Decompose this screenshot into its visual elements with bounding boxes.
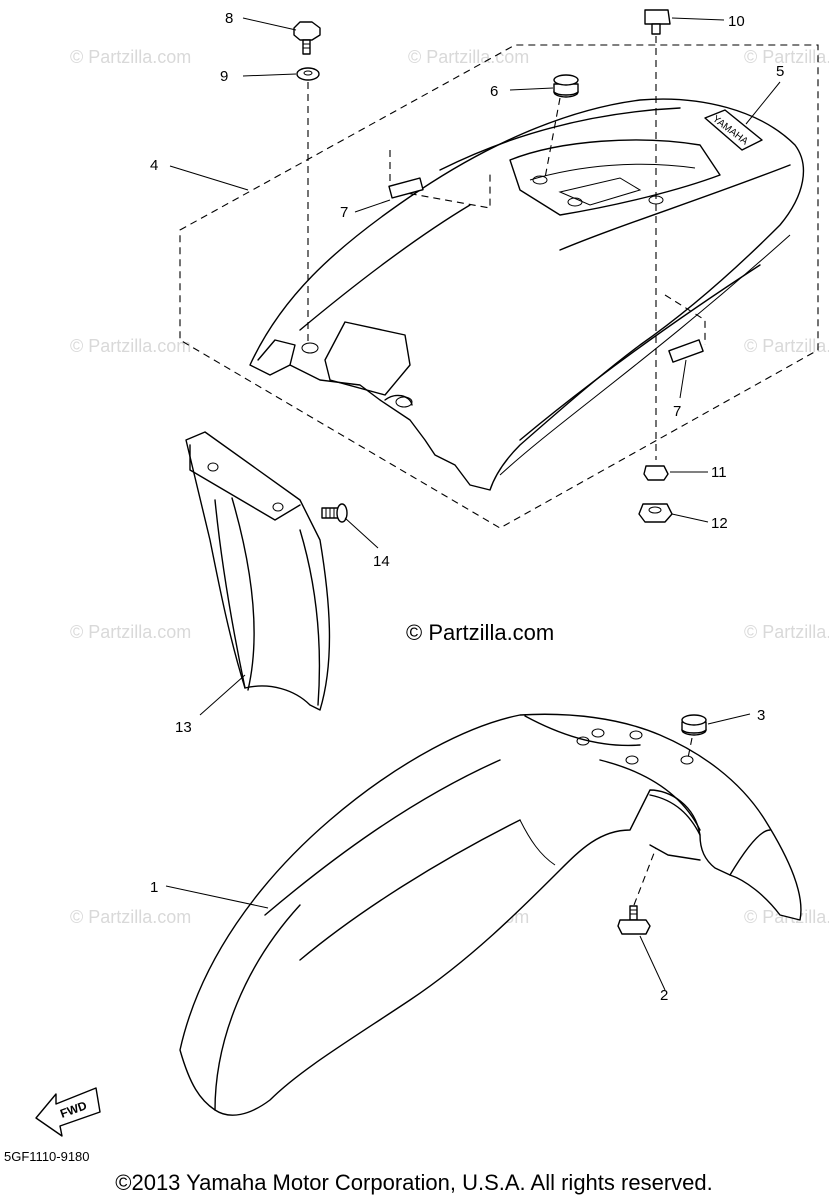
assembly-line <box>544 97 561 179</box>
callout-4: 4 <box>150 157 158 174</box>
rear-fender[interactable]: YAMAHA <box>249 98 805 491</box>
watermark: © Partzilla.com <box>744 336 829 356</box>
callout-labels: 8 9 10 6 5 4 7 7 11 12 14 13 3 1 2 <box>150 10 784 1004</box>
callout-7-lower: 7 <box>673 403 681 420</box>
callout-8: 8 <box>225 10 233 27</box>
bolt-2[interactable] <box>617 905 651 935</box>
callout-10: 10 <box>728 13 745 30</box>
bolt-8[interactable] <box>293 21 321 55</box>
center-watermark: © Partzilla.com <box>406 620 554 645</box>
callout-12: 12 <box>711 515 728 532</box>
watermark: © Partzilla.com <box>70 622 191 642</box>
callout-13: 13 <box>175 719 192 736</box>
callout-2: 2 <box>660 987 668 1004</box>
callout-9: 9 <box>220 68 228 85</box>
decal-7-lower[interactable] <box>668 339 704 363</box>
assembly-boundary <box>179 44 819 529</box>
callout-1: 1 <box>150 879 158 896</box>
washer-12[interactable] <box>638 503 673 523</box>
watermark: © Partzilla.com <box>744 47 829 67</box>
quick-fastener-10[interactable] <box>644 9 671 35</box>
diagram-code: 5GF1110-9180 <box>4 1149 90 1164</box>
nut-11[interactable] <box>643 465 669 481</box>
callout-3: 3 <box>757 707 765 724</box>
assembly-line <box>687 737 693 759</box>
callout-14: 14 <box>373 553 390 570</box>
watermark: © Partzilla.com <box>744 622 829 642</box>
decal-area-outline <box>389 150 491 209</box>
watermark: © Partzilla.com <box>408 47 529 67</box>
callout-7-upper: 7 <box>340 204 348 221</box>
assembly-line <box>633 847 657 906</box>
front-fender[interactable] <box>179 713 802 1116</box>
grommet-6[interactable] <box>553 74 579 98</box>
collar-9[interactable] <box>296 67 320 81</box>
callout-5: 5 <box>776 63 784 80</box>
leader-lines <box>165 17 781 991</box>
callout-6: 6 <box>490 83 498 100</box>
mud-flap[interactable] <box>185 431 331 711</box>
decal-7-upper[interactable] <box>388 177 424 199</box>
copyright-notice: ©2013 Yamaha Motor Corporation, U.S.A. A… <box>115 1170 712 1195</box>
watermark: © Partzilla.com <box>70 47 191 67</box>
fwd-arrow: FWD <box>35 1087 101 1137</box>
watermark: © Partzilla.com <box>70 907 191 927</box>
callout-11: 11 <box>711 464 727 481</box>
decal-area-outline <box>664 294 706 345</box>
watermark: © Partzilla.com <box>70 336 191 356</box>
grommet-3[interactable] <box>681 714 707 736</box>
bolt-14[interactable] <box>321 503 348 523</box>
